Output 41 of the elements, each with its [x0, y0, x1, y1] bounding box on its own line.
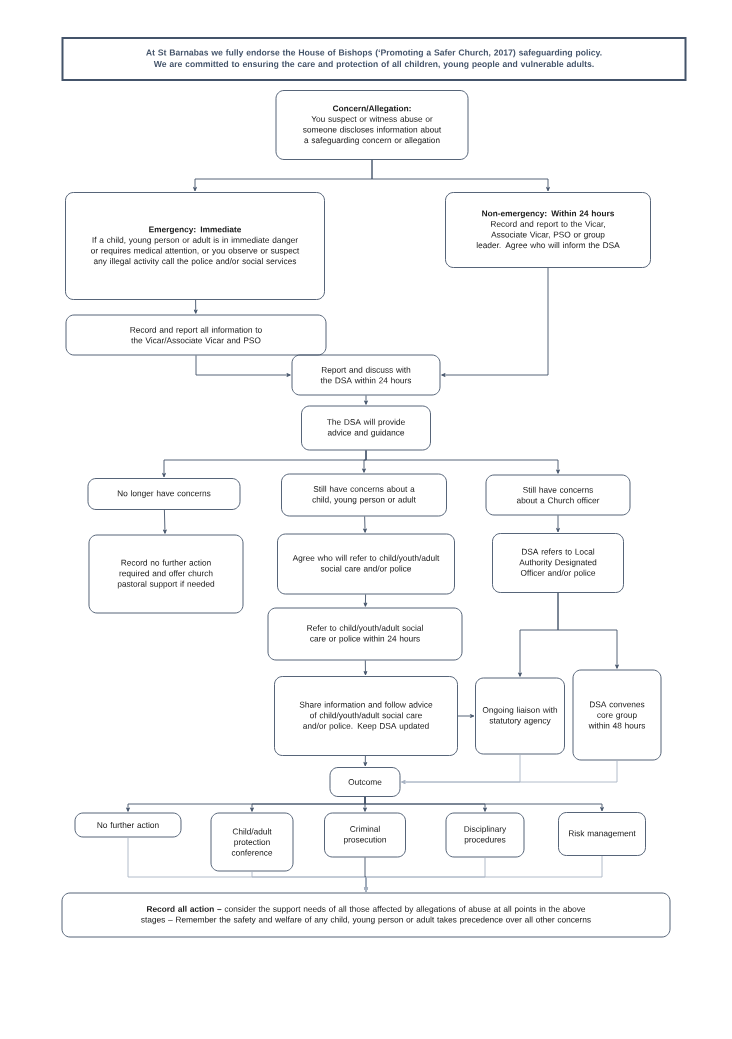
process-box: Ongoing liaison with statutory agency — [475, 677, 565, 755]
arrow — [364, 855, 603, 892]
arrow — [363, 594, 368, 607]
process-box: Child/adult protection conference — [210, 812, 294, 872]
arrow — [364, 395, 368, 405]
arrow — [371, 159, 550, 192]
process-box: Criminal prosecution — [324, 812, 406, 858]
process-box: Risk management — [558, 812, 646, 856]
process-box: Still have concerns about a child, young person or adult — [281, 473, 447, 517]
arrow — [363, 660, 368, 676]
process-box: Agree who will refer to child/youth/adult social care and/or police — [277, 533, 455, 595]
arrow — [556, 515, 560, 533]
arrow — [365, 450, 560, 474]
statement-box: At St Barnabas we fully endorse the House of Bishops (‘Promoting a Safer Church, 2017) safeguarding policy. We are committed to ensuring the care and protection of all children, young people and vulnerable adults. — [61, 37, 687, 81]
process-box: Record and report all information to the Vicar/Associate Vicar and PSO — [65, 314, 327, 356]
arrow — [364, 796, 604, 812]
arrow — [441, 267, 549, 377]
process-box: DSA refers to Local Authority Designated Officer and/or police — [492, 533, 624, 593]
process-box: Refer to child/youth/adult social care or police within 24 hours — [267, 607, 463, 661]
process-box: No further action — [74, 812, 182, 838]
process-box: Still have concerns about a Church officer — [485, 474, 631, 516]
process-box: The DSA will provide advice and guidance — [301, 405, 431, 451]
process-box: Disciplinary procedures — [445, 812, 525, 858]
arrow — [193, 299, 198, 314]
arrow — [401, 760, 618, 784]
process-box: Record all action – consider the support needs of all those affected by allegations of abuse at all points in the above stages – Remember the safety and welfare of any child, young person or adult takes precedence over all other concerns — [61, 892, 671, 938]
process-box: Record no further action required and offer church pastoral support if needed — [88, 534, 244, 614]
process-box: Share information and follow advice of child/youth/adult social care and/or police. Keep DSA updated — [274, 676, 458, 756]
process-box: DSA convenes core group within 48 hours — [572, 669, 662, 761]
process-box: Non-emergency: Within 24 hours Record and report to the Vicar, Associate Vicar, PSO or group leader. Agree who will inform the DSA — [445, 192, 651, 268]
arrow — [363, 516, 367, 533]
process-box: Emergency: Immediate If a child, young person or adult is in immediate danger or requires medical attention, or you observe or suspect any illegal activity call the police and/or social services — [65, 192, 325, 300]
arrow — [457, 714, 475, 718]
arrow — [557, 592, 619, 669]
process-box: No longer have concerns — [87, 478, 241, 510]
process-box: Outcome — [329, 767, 401, 797]
arrow — [195, 355, 291, 377]
process-box: Report and discuss with the DSA within 24 hours — [291, 354, 441, 396]
arrow — [163, 509, 167, 534]
arrow — [363, 755, 368, 767]
process-box: Concern/Allegation: You suspect or witness abuse or someone discloses information about a safeguarding concern or allegation — [275, 90, 469, 160]
